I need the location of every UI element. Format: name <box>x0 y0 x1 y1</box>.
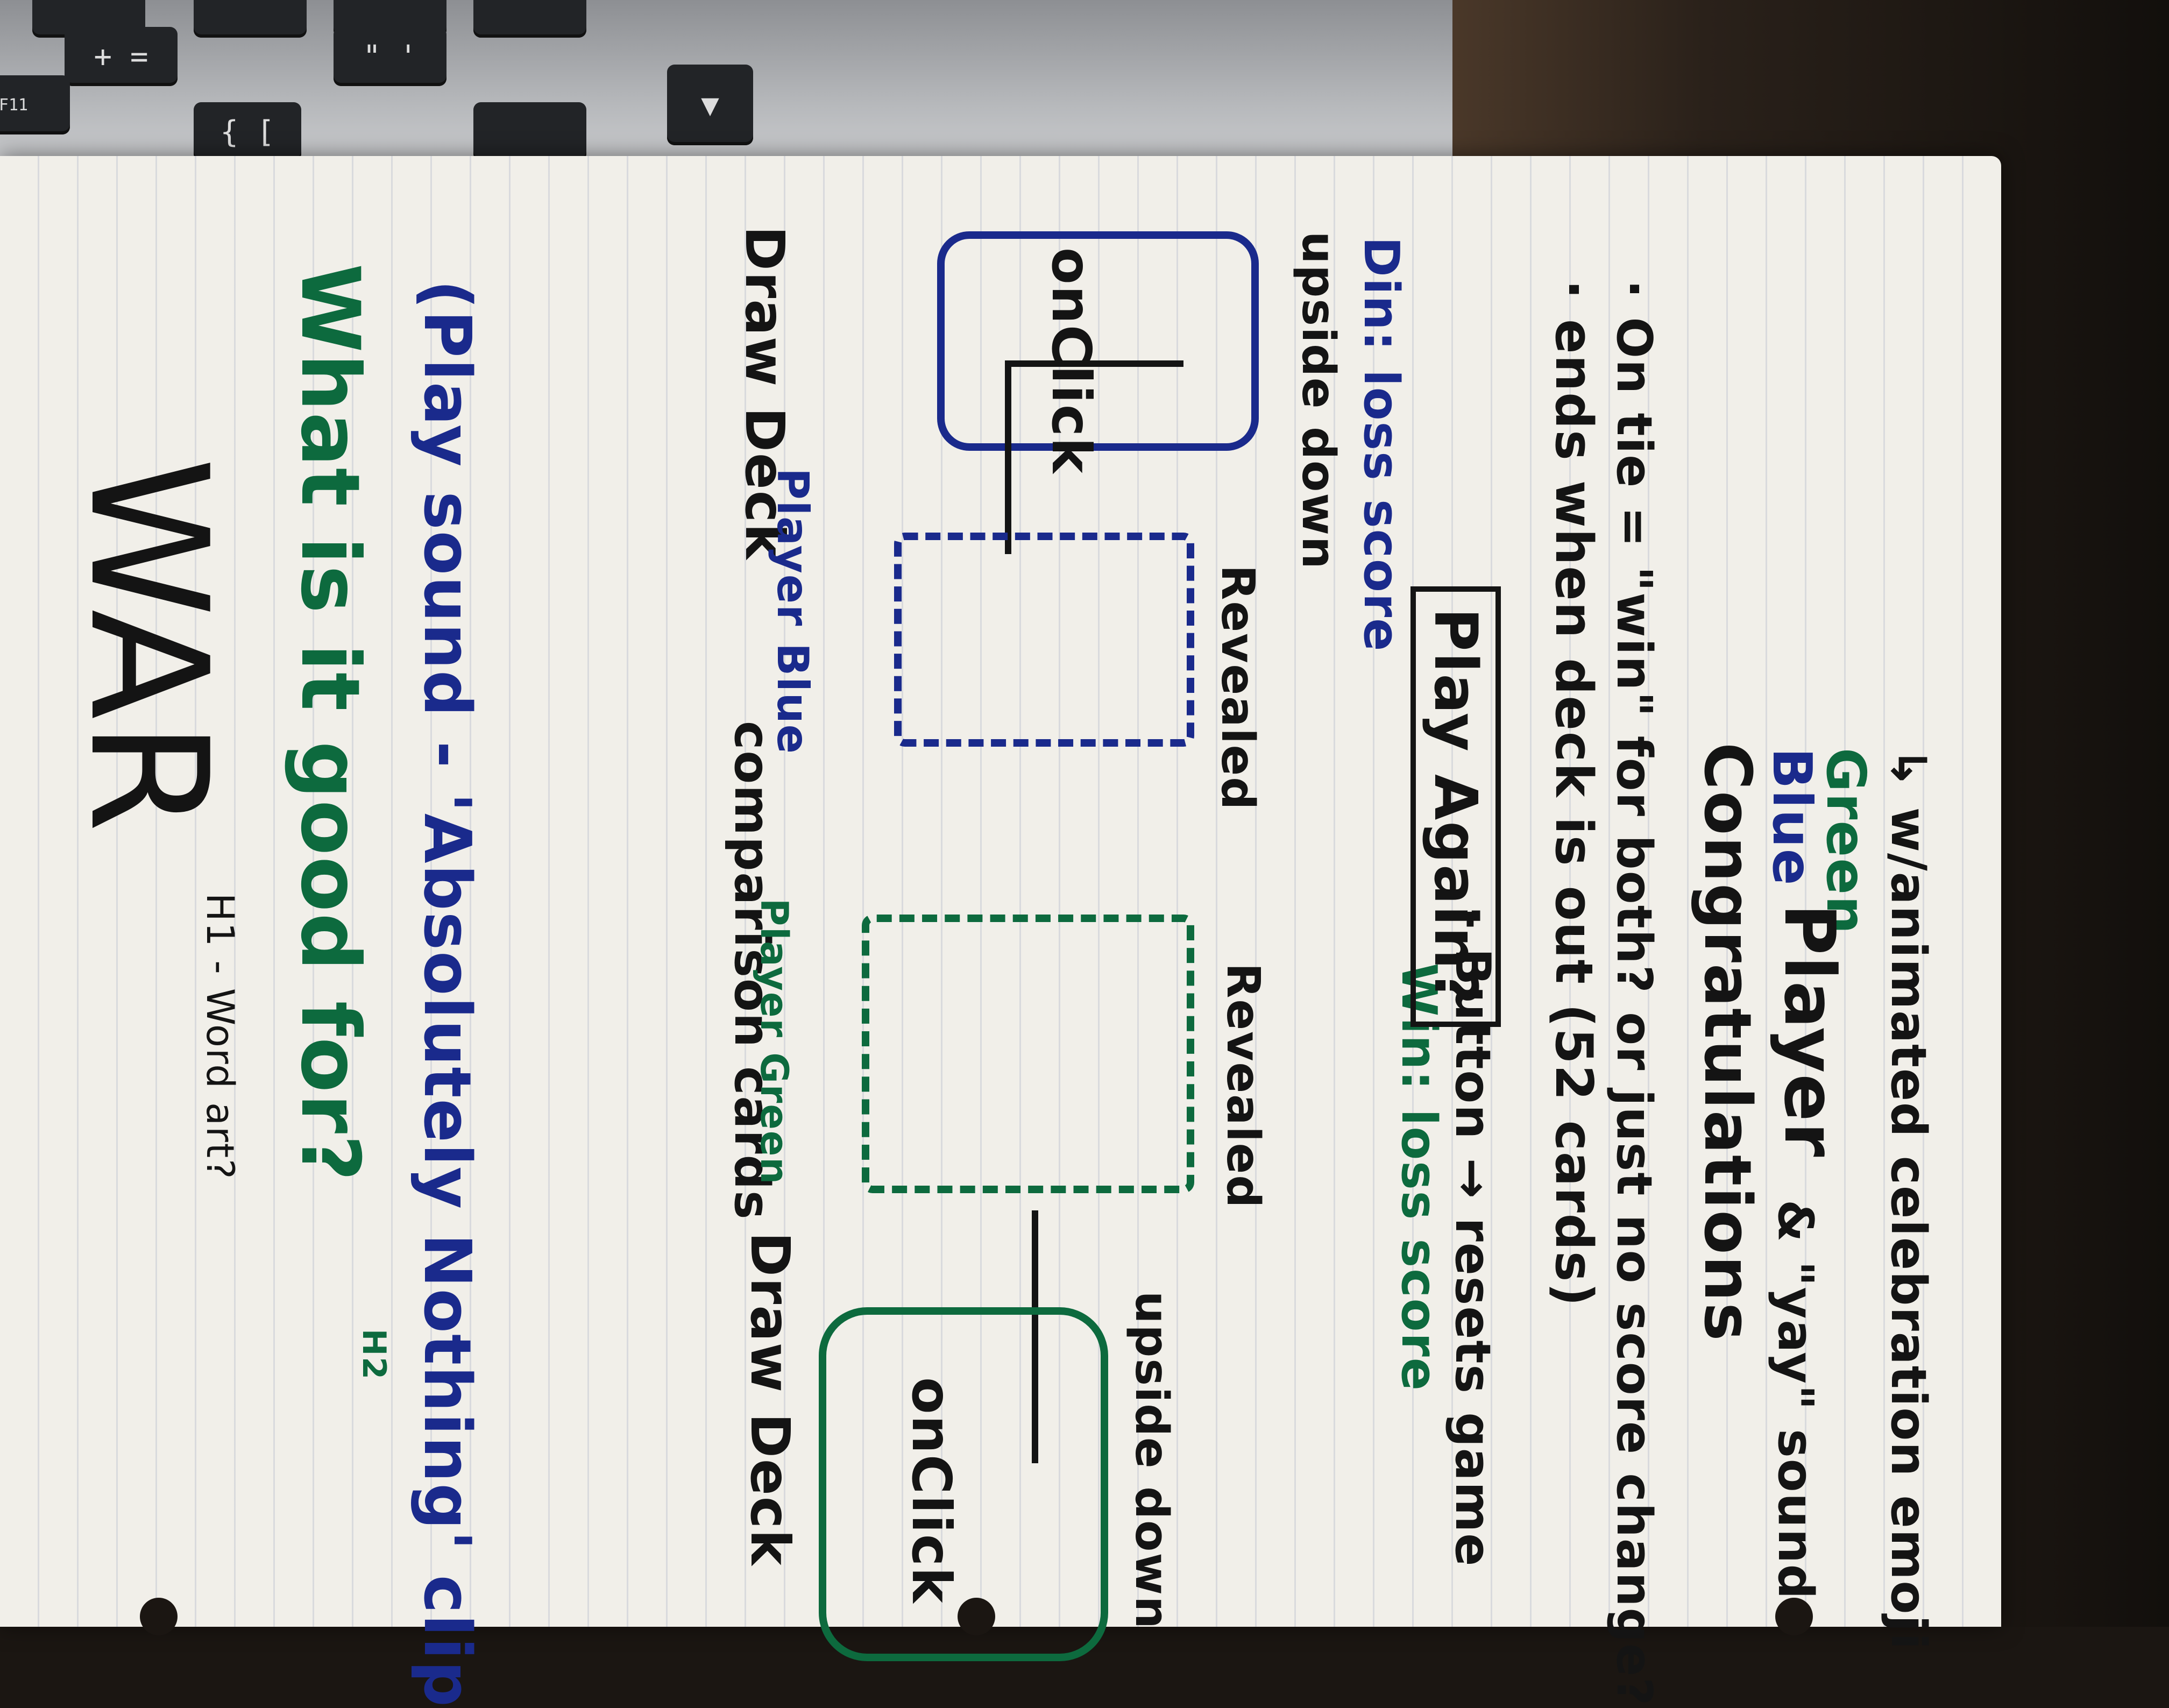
left-score: Din: loss score <box>1353 237 1409 653</box>
arrow-line <box>1006 360 1183 367</box>
left-player-label: Player Blue <box>768 468 818 755</box>
play-again-note: - Button → resets game <box>1444 909 1501 1568</box>
key <box>473 102 586 161</box>
question-tag: H2 <box>355 1329 393 1380</box>
key-quote: " ' <box>334 27 446 86</box>
congrats-player: Player <box>1769 904 1851 1158</box>
key-plus-equals: + = <box>65 27 178 86</box>
left-reveal-state: Revealed <box>1211 565 1264 811</box>
key-arrow: ▼ <box>667 65 753 145</box>
key <box>473 0 586 38</box>
right-reveal-state: Revealed <box>1216 963 1270 1209</box>
congrats-sound: & "yay" sound <box>1767 1200 1824 1600</box>
notebook-paper: WAR H1 - Word art? What is it good for? … <box>0 156 2001 1708</box>
end-rule-2: · On tie = "win" for both? or just no sc… <box>1606 280 1662 1707</box>
key-f11: F11 <box>0 75 70 134</box>
left-deck-state: upside down <box>1292 231 1345 570</box>
laptop-background: + = " ' { [ F11 ▼ <box>0 0 1506 178</box>
title-tag: H1 - Word art? <box>198 893 242 1180</box>
key <box>194 0 307 38</box>
right-player-label: Player Green <box>752 898 796 1186</box>
right-deck-label: Draw Deck <box>739 1232 802 1567</box>
congrats-emoji: ↳ w/animated celebration emoji <box>1880 748 1937 1651</box>
keyboard: + = " ' { [ F11 ▼ <box>0 0 780 172</box>
left-revealed-card <box>894 533 1194 747</box>
ruled-lines <box>0 156 2001 1627</box>
end-rule-1: · ends when deck is out (52 cards) <box>1544 280 1603 1307</box>
right-deck-state: upside down <box>1125 1291 1178 1630</box>
handwritten-sketch: WAR H1 - Word art? What is it good for? … <box>0 156 2001 1708</box>
congrats: Congratulations <box>1690 742 1764 1342</box>
key-bracket: { [ <box>194 102 301 161</box>
right-deck-action: onClick <box>900 1377 963 1604</box>
right-revealed-card <box>862 915 1194 1193</box>
question: What is it good for? <box>283 264 377 1183</box>
answer: (Play sound - 'Absolutely Nothing' clip <box>409 280 484 1708</box>
arrow-line <box>1005 360 1011 554</box>
right-draw-deck-card[interactable] <box>819 1307 1108 1661</box>
right-score: Win: loss score <box>1391 963 1447 1392</box>
title: WAR <box>54 457 242 834</box>
